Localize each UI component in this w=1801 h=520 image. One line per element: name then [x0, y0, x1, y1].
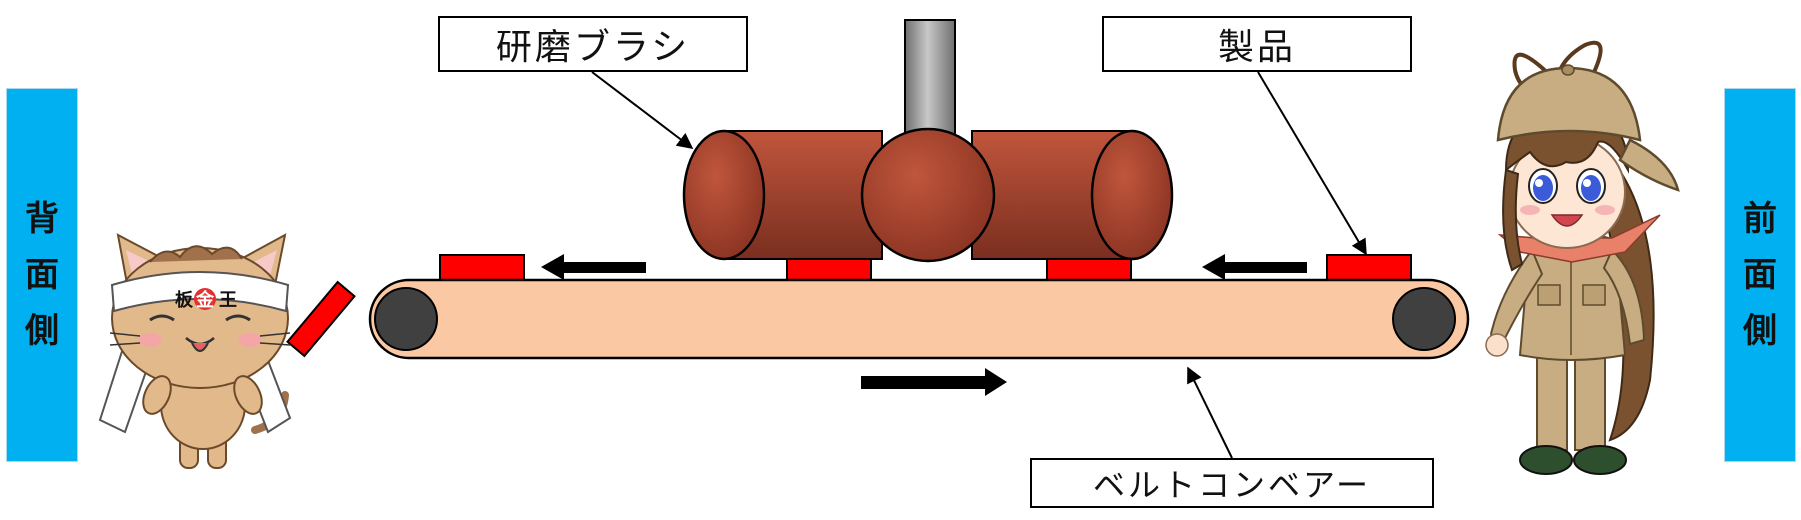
roller-right — [1392, 287, 1456, 351]
cat-mascot-icon: 板 金 王 — [98, 233, 292, 469]
headband-char-1: 板 — [175, 289, 194, 311]
conveyor-belt — [368, 278, 1470, 360]
brush-right — [971, 129, 1174, 261]
girl-mascot-icon — [1485, 40, 1680, 475]
conveyor-leader-line — [1187, 366, 1233, 459]
product-3 — [1046, 258, 1132, 281]
roller-left — [374, 287, 438, 351]
headband-char-2: 金 — [195, 289, 215, 311]
brush-shaft — [904, 19, 956, 141]
brush-leader-line — [591, 71, 694, 149]
back-side-char-1: 背 — [25, 199, 59, 239]
arrow-right-icon — [861, 368, 1007, 396]
conveyor-label: ベルトコンベアー — [1030, 458, 1434, 508]
product-label: 製品 — [1102, 16, 1412, 72]
product-1 — [439, 254, 525, 281]
brush-label: 研磨ブラシ — [438, 16, 748, 72]
front-side-char-3: 側 — [1743, 311, 1777, 351]
front-side-char-2: 面 — [1743, 255, 1777, 295]
back-side-panel: 背 面 側 — [6, 88, 78, 462]
arrow-left-icon — [541, 254, 646, 280]
brush-center — [860, 127, 996, 263]
front-side-char-1: 前 — [1743, 199, 1777, 239]
product-falling — [286, 280, 356, 358]
brush-left — [682, 129, 883, 261]
product-leader-line — [1257, 71, 1367, 256]
back-side-char-2: 面 — [25, 255, 59, 295]
front-side-panel: 前 面 側 — [1724, 88, 1796, 462]
product-4 — [1326, 254, 1412, 281]
back-side-char-3: 側 — [25, 311, 59, 351]
product-2 — [786, 258, 872, 281]
headband-char-3: 王 — [219, 290, 237, 311]
arrow-left-icon — [1202, 254, 1307, 280]
